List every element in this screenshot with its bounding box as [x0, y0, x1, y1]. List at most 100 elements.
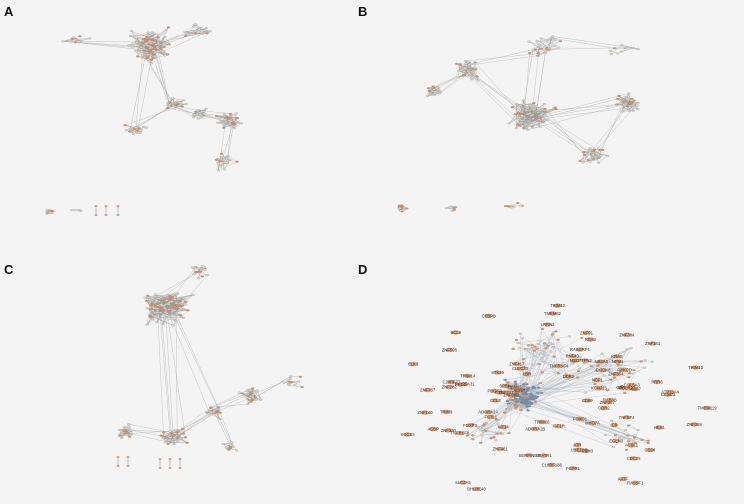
gene-label: CD69: [582, 398, 593, 403]
gene-label: C10RF186: [542, 462, 563, 467]
gene-label: PDGFB: [487, 389, 502, 394]
node-group: [117, 265, 304, 452]
gene-label: HEATR1: [536, 453, 553, 458]
panel-label-d: D: [358, 262, 368, 277]
gene-label: ELK3: [408, 362, 419, 367]
gene-label: UBE2D3: [571, 447, 588, 452]
gene-label: ACBP: [427, 427, 439, 432]
gene-label: ZNF354: [608, 372, 624, 377]
gene-label: PRR3: [651, 380, 663, 385]
gene-label: ATP13A4: [661, 390, 679, 395]
gene-label: EGLN3: [609, 438, 623, 443]
gene-label: RNF40: [566, 354, 580, 359]
gene-label: CDC25: [627, 456, 641, 461]
gene-label-group: CD69RASGRP1LRRN3CLEC2BC10RF186MKI67HEATR…: [400, 303, 717, 491]
gene-label: ZNF91: [580, 330, 593, 335]
gene-label: FOXP3: [463, 423, 477, 428]
gene-label: STK39: [491, 370, 504, 375]
gene-label: TMEM62: [544, 311, 562, 316]
gene-label: ATR: [573, 442, 581, 447]
gene-label: ZNF384: [619, 332, 635, 337]
gene-label: CCND3: [661, 392, 676, 397]
panel-a: A: [0, 0, 372, 252]
gene-label: ZNF221: [499, 390, 515, 395]
gene-label: SOCS3: [400, 432, 415, 437]
gene-label: CDR2: [598, 406, 610, 411]
gene-label: ADORA2B: [525, 426, 545, 431]
edge-group: [119, 266, 303, 451]
panel-label-a: A: [4, 4, 14, 19]
gene-label: ZNF680: [503, 393, 519, 398]
gene-label: PKD1: [455, 382, 467, 387]
gene-label: COL5A3: [624, 383, 641, 388]
gene-label: NPM1: [612, 359, 624, 364]
gene-label: ZNF257: [600, 400, 616, 405]
gene-label: ZNF140: [417, 410, 433, 415]
edge-group: [46, 24, 242, 214]
node-group: [397, 35, 640, 213]
network-graph-b: [397, 35, 640, 213]
gene-label: RASSF1: [627, 480, 644, 485]
gene-label: FOXO1: [573, 416, 588, 421]
gene-label: AATF: [618, 477, 629, 482]
gene-label: ACSL1: [625, 443, 639, 448]
gene-label: ADNP: [513, 388, 525, 393]
gene-label: ZNF787: [420, 388, 436, 393]
gene-label: FSTL1: [485, 414, 498, 419]
gene-label: KCNJ15: [591, 386, 607, 391]
gene-label: ZNF282: [442, 384, 458, 389]
network-graph-d: CD69RASGRP1LRRN3CLEC2BC10RF186MKI67HEATR…: [400, 303, 717, 491]
network-graph-a: [44, 23, 243, 216]
gene-label: MKI67: [629, 387, 642, 392]
panel-label-b: B: [358, 4, 368, 19]
gene-label: TRIM15: [688, 365, 704, 370]
panel-label-c: C: [4, 262, 14, 277]
gene-label: ZNF461: [493, 446, 509, 451]
gene-label: TMEM119: [698, 405, 718, 410]
gene-label: LRRN3: [541, 322, 555, 327]
gene-label: POLR2J: [619, 386, 635, 391]
gene-label: RBM25: [508, 385, 523, 390]
node-group: [44, 23, 243, 215]
gene-label: NR4A3: [594, 359, 608, 364]
gene-label: TRIM14: [460, 373, 476, 378]
gene-label: NCF1: [592, 378, 604, 383]
gene-label: RAB3B: [603, 398, 617, 403]
gene-label: CEBPB: [482, 313, 496, 318]
gene-label: KIF14: [498, 424, 510, 429]
node-group: [465, 327, 654, 451]
gene-label: TNFRSF4: [549, 364, 569, 369]
gene-label: SERPINE2: [519, 453, 540, 458]
gene-label: TRIM26: [535, 420, 551, 425]
gene-label: ZNF417: [509, 361, 525, 366]
gene-label: TNFSF4: [619, 415, 635, 420]
gene-label: DOCK8: [596, 368, 611, 373]
gene-label: TRIM9: [440, 409, 453, 414]
gene-label: BCL6: [451, 330, 462, 335]
gene-label: CCL3: [490, 398, 501, 403]
gene-label: ZNF341: [645, 341, 661, 346]
gene-label: C9: [612, 423, 618, 428]
gene-label: TRIM12: [550, 303, 566, 308]
gene-label: CTSZ: [495, 390, 506, 395]
gene-label: ADORA2A: [478, 410, 498, 415]
panel-c: C: [0, 252, 372, 504]
gene-label: ZNF596: [442, 347, 458, 352]
gene-label: LBR: [523, 371, 531, 376]
gene-label: RASGRP1: [570, 347, 591, 352]
gene-label: SLC25A31: [454, 382, 475, 387]
gene-label: TNFRSF8: [450, 431, 470, 436]
gene-label: MED7: [570, 358, 582, 363]
gene-label: GBP2: [616, 385, 628, 390]
gene-label: MYO7A: [585, 421, 600, 426]
gene-label: DDR2: [563, 374, 575, 379]
gene-label: CD24: [645, 447, 656, 452]
gene-label: ACSM3: [579, 448, 594, 453]
gene-label: SPRN: [499, 383, 511, 388]
gene-label: PRKCD: [617, 367, 632, 372]
gene-label: RGS2: [585, 337, 597, 342]
gene-label: KRAS: [611, 354, 623, 359]
gene-label: ZNF358: [687, 422, 703, 427]
gene-label: SLC2A5: [455, 480, 471, 485]
